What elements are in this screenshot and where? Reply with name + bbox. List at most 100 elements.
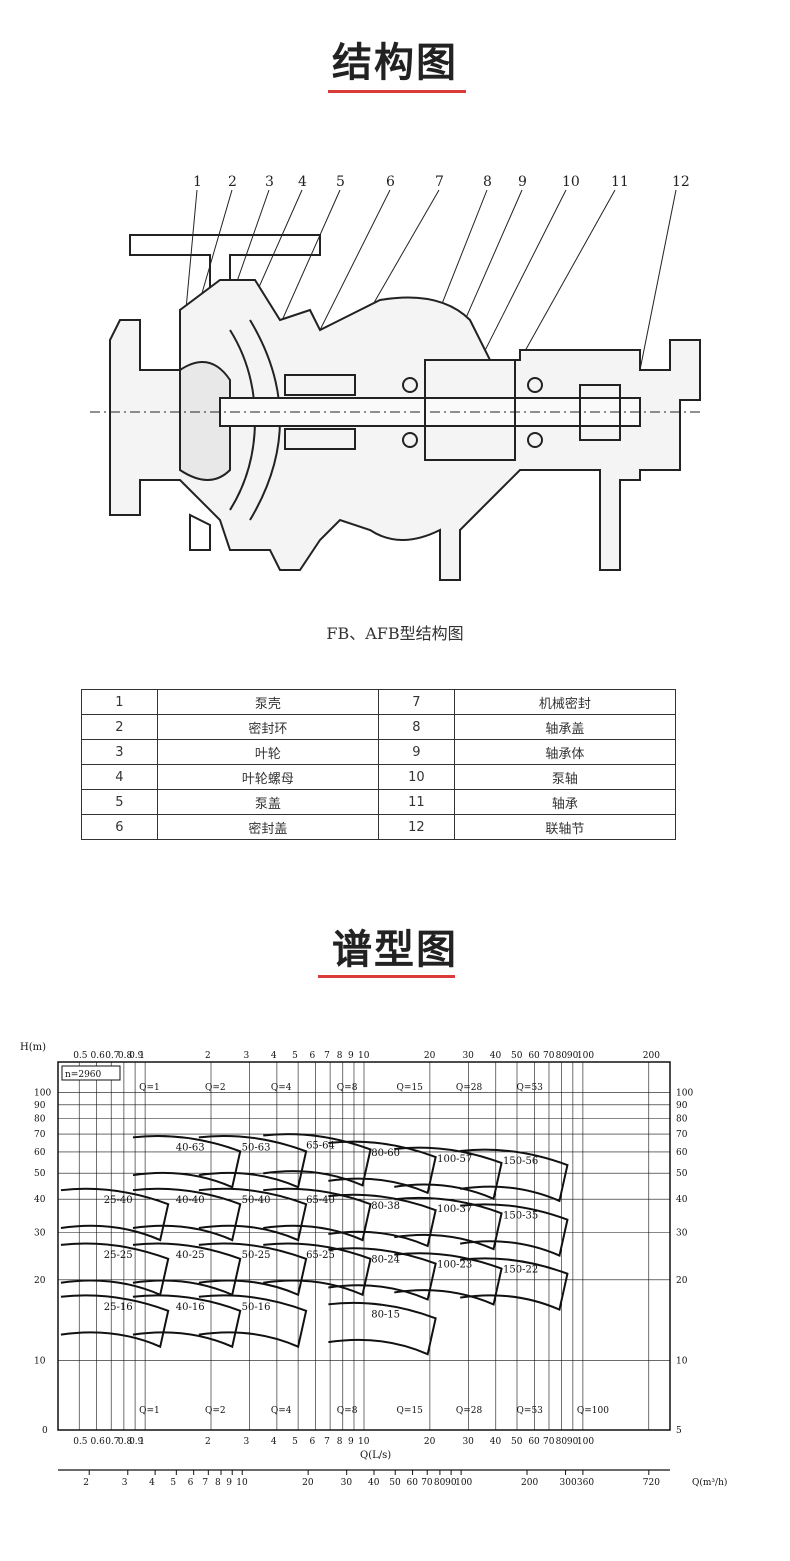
callout-number: 3 <box>265 174 274 190</box>
bottom-scale-label: 8 <box>337 1437 343 1447</box>
model-region <box>328 1301 437 1356</box>
x-axis-label: Q(L/s) <box>360 1450 391 1461</box>
bottom-scale-label: 3 <box>244 1437 250 1447</box>
left-h-label: 10 <box>34 1356 46 1366</box>
top-scale-label: 7 <box>324 1051 330 1061</box>
bottom-scale-label: 0.5 <box>73 1437 88 1447</box>
right-h-label: 30 <box>676 1229 688 1239</box>
part-name-cell: 轴承 <box>453 789 677 815</box>
part-number-cell: 3 <box>81 739 158 765</box>
bottom-scale-label: 4 <box>271 1437 277 1447</box>
bottom-scale-label: 0.6 <box>91 1437 106 1447</box>
model-region <box>60 1294 170 1349</box>
m3h-scale-label: 70 <box>421 1478 433 1488</box>
model-label: 150-35 <box>503 1211 538 1222</box>
left-h-label: 40 <box>34 1195 46 1205</box>
right-h-label: 60 <box>676 1148 688 1158</box>
bottom-scale-label: 90 <box>567 1437 579 1447</box>
top-scale-label: 1 <box>139 1051 145 1061</box>
right-h-label: 80 <box>676 1114 688 1124</box>
bottom-scale-label: 80 <box>556 1437 568 1447</box>
top-scale-label: 70 <box>543 1051 555 1061</box>
part-name-cell: 密封盖 <box>156 814 379 840</box>
m3h-scale-label: 20 <box>302 1478 314 1488</box>
model-label: 25-16 <box>104 1302 133 1313</box>
top-scale-label: 50 <box>511 1051 523 1061</box>
callout-number: 1 <box>193 174 202 190</box>
bottom-scale-label: 0.9 <box>129 1437 144 1447</box>
callout-number: 7 <box>435 174 444 190</box>
m3h-scale-label: 30 <box>341 1478 353 1488</box>
model-label: 80-15 <box>371 1309 400 1320</box>
top-scale-label: 40 <box>490 1051 502 1061</box>
callout-number: 4 <box>298 174 307 190</box>
top-scale-label: 100 <box>577 1051 594 1061</box>
model-region <box>460 1257 569 1312</box>
bottom-scale-label: 7 <box>324 1437 330 1447</box>
callout-leader <box>639 189 677 371</box>
model-region <box>198 1242 308 1297</box>
model-label: 40-16 <box>176 1302 205 1313</box>
m3h-scale-label: 3 <box>122 1478 128 1488</box>
model-region <box>198 1187 308 1242</box>
pump-outline <box>90 234 701 581</box>
top-scale-label: 20 <box>424 1051 436 1061</box>
model-region <box>263 1187 372 1242</box>
m3h-scale-label: 50 <box>389 1478 401 1488</box>
bottom-scale-label: 1 <box>139 1437 145 1447</box>
part-number-cell: 9 <box>377 739 455 765</box>
q-bottom-label: Q=53 <box>517 1406 544 1416</box>
m3h-scale-label: 300 <box>560 1478 577 1488</box>
top-scale-label: 2 <box>205 1051 211 1061</box>
top-scale-label: 8 <box>337 1051 343 1061</box>
part-number-cell: 12 <box>377 814 455 840</box>
model-label: 65-40 <box>306 1195 335 1206</box>
q-bottom-label: Q=28 <box>456 1406 483 1416</box>
m3h-scale-label: 9 <box>226 1478 232 1488</box>
model-label: 100-23 <box>437 1260 472 1271</box>
top-scale-label: 90 <box>567 1051 579 1061</box>
callout-leader <box>199 189 233 301</box>
part-number-cell: 11 <box>377 789 455 815</box>
bottom-scale-label: 0.8 <box>118 1437 133 1447</box>
bottom-scale-label: 9 <box>348 1437 354 1447</box>
part-name-cell: 泵轴 <box>453 764 677 790</box>
m3h-scale-label: 2 <box>83 1478 89 1488</box>
model-label: 80-60 <box>371 1148 400 1159</box>
q-top-label: Q=2 <box>205 1083 226 1093</box>
bottom-scale-label: 100 <box>577 1437 594 1447</box>
part-number-cell: 8 <box>377 714 455 740</box>
model-label: 50-25 <box>242 1250 271 1261</box>
m3h-scale-label: 8 <box>215 1478 221 1488</box>
part-number-cell: 10 <box>377 764 455 790</box>
model-region <box>263 1133 372 1187</box>
part-number-cell: 7 <box>377 689 455 715</box>
q-bottom-label: Q=15 <box>397 1406 424 1416</box>
m3h-scale-label: 7 <box>202 1478 208 1488</box>
top-scale-label: 5 <box>292 1051 298 1061</box>
q-top-label: Q=4 <box>271 1083 292 1093</box>
part-number-cell: 4 <box>81 764 158 790</box>
m3h-scale-label: 100 <box>455 1478 472 1488</box>
bottom-scale-label: 5 <box>292 1437 298 1447</box>
top-scale-label: 6 <box>309 1051 315 1061</box>
top-scale-label: 30 <box>462 1051 474 1061</box>
left-h-label: 0 <box>42 1426 48 1436</box>
model-label: 25-40 <box>104 1195 133 1206</box>
top-scale-label: 200 <box>643 1051 660 1061</box>
bottom-scale-label: 2 <box>205 1437 211 1447</box>
model-label: 65-25 <box>306 1250 335 1261</box>
right-h-label: 5 <box>676 1426 682 1436</box>
model-label: 80-38 <box>371 1201 400 1212</box>
m3h-scale-label: 200 <box>521 1478 538 1488</box>
bottom-scale-label: 10 <box>358 1437 370 1447</box>
title-underline <box>328 90 466 93</box>
model-label: 100-57 <box>437 1154 472 1165</box>
